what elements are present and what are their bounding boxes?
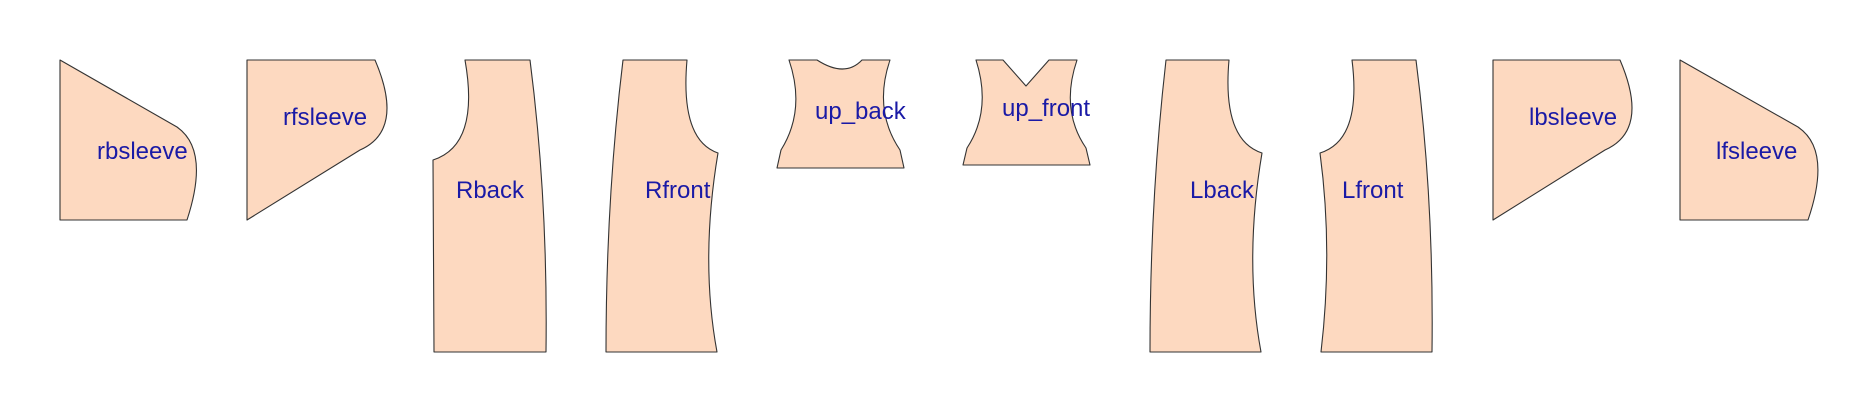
piece-lfront-shape xyxy=(1319,59,1433,353)
piece-rback: Rback xyxy=(432,59,547,353)
piece-lfront-label: Lfront xyxy=(1342,177,1404,204)
piece-rbsleeve-label: rbsleeve xyxy=(97,138,188,165)
piece-up-back-shape xyxy=(776,59,905,169)
piece-lfsleeve-label: lfsleeve xyxy=(1716,138,1797,165)
piece-lfsleeve-shape xyxy=(1679,59,1819,221)
piece-up-back-label: up_back xyxy=(815,98,907,125)
piece-up-front-label: up_front xyxy=(1002,95,1090,122)
piece-up-front-shape xyxy=(962,59,1091,166)
piece-rfsleeve-shape xyxy=(246,59,388,221)
piece-rfront-label: Rfront xyxy=(645,177,711,204)
piece-rback-label: Rback xyxy=(456,177,525,204)
piece-lback-label: Lback xyxy=(1190,177,1255,204)
piece-rfsleeve-label: rfsleeve xyxy=(283,104,367,131)
piece-up-front: up_front xyxy=(962,59,1091,166)
piece-lbsleeve-label: lbsleeve xyxy=(1529,104,1617,131)
piece-rfront-shape xyxy=(605,59,719,353)
piece-rbsleeve: rbsleeve xyxy=(59,59,197,221)
piece-rfsleeve: rfsleeve xyxy=(246,59,388,221)
piece-lbsleeve: lbsleeve xyxy=(1492,59,1633,221)
piece-lbsleeve-shape xyxy=(1492,59,1633,221)
piece-lback: Lback xyxy=(1149,59,1263,353)
piece-rback-shape xyxy=(432,59,547,353)
piece-lfsleeve: lfsleeve xyxy=(1679,59,1819,221)
piece-lback-shape xyxy=(1149,59,1263,353)
piece-rbsleeve-shape xyxy=(59,59,197,221)
piece-up-back: up_back xyxy=(776,59,907,169)
piece-lfront: Lfront xyxy=(1319,59,1433,353)
piece-rfront: Rfront xyxy=(605,59,719,353)
